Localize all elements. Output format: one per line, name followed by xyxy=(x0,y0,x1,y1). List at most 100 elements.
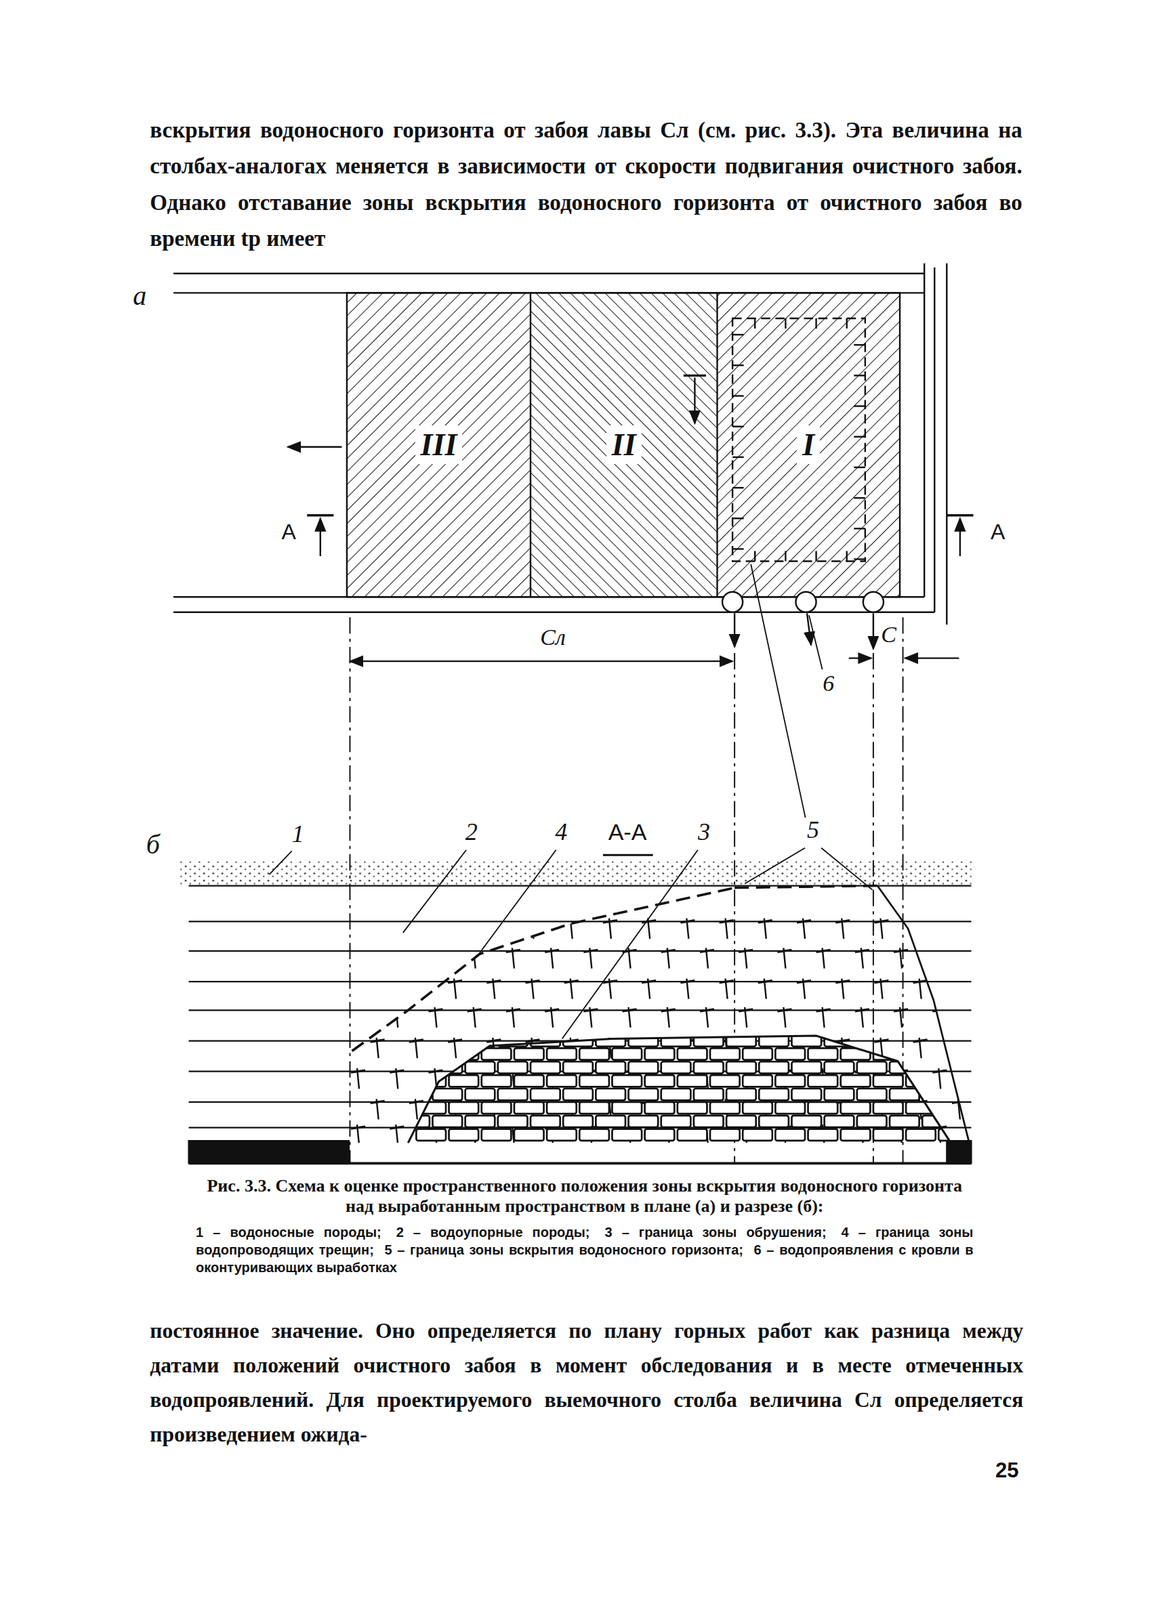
crack-mark xyxy=(389,1070,404,1073)
boundary-tick xyxy=(732,517,744,520)
panel-number: I xyxy=(796,425,820,465)
boundary-tick xyxy=(853,558,866,560)
rock-block xyxy=(530,1061,561,1074)
rock-block xyxy=(628,1088,659,1101)
panel-area: I xyxy=(717,292,901,597)
rock-block xyxy=(938,1048,969,1060)
crack-mark xyxy=(603,981,618,984)
rock-block xyxy=(432,1115,463,1128)
crack-mark xyxy=(855,1009,870,1012)
rock-block xyxy=(595,1115,626,1128)
crack-mark xyxy=(525,981,540,984)
boundary-tick xyxy=(853,497,866,499)
rock-block xyxy=(677,1102,708,1114)
legend-entry: 5 – граница зоны вскрытия водоносного го… xyxy=(384,1242,744,1258)
rock-block xyxy=(579,1129,610,1142)
crack-mark xyxy=(622,1009,637,1012)
rock-block xyxy=(498,1115,528,1128)
crack-mark xyxy=(796,981,812,984)
crack-mark xyxy=(699,949,715,952)
rock-block xyxy=(399,1034,430,1047)
rock-block xyxy=(530,1088,561,1101)
crack-mark xyxy=(350,1126,366,1129)
legend-entry: 2 – водоупорные породы; xyxy=(396,1225,591,1240)
rock-block xyxy=(449,1129,480,1142)
crack-mark xyxy=(434,947,437,969)
rock-block xyxy=(758,1115,789,1128)
crack-mark xyxy=(738,949,753,952)
rock-block xyxy=(449,1048,480,1060)
view-letter: а xyxy=(130,281,149,311)
rock-block xyxy=(416,1129,446,1142)
rock-block xyxy=(416,1048,446,1060)
crack-mark xyxy=(357,947,360,969)
boundary-tick xyxy=(815,318,817,329)
rock-block xyxy=(873,1075,904,1087)
rock-block xyxy=(922,1034,952,1047)
rock-block xyxy=(758,1061,789,1074)
crack-mark xyxy=(738,1009,753,1012)
crack-mark xyxy=(447,920,463,923)
crack-mark xyxy=(951,1040,967,1043)
rock-block xyxy=(710,1129,740,1142)
boundary-tick xyxy=(853,436,866,438)
rock-block xyxy=(579,1102,610,1114)
crack-mark xyxy=(893,1009,908,1012)
rock-block xyxy=(546,1102,577,1114)
crack-mark xyxy=(370,1101,385,1104)
rock-block xyxy=(857,1115,887,1128)
rock-block xyxy=(465,1061,496,1074)
crack-mark xyxy=(409,1101,424,1104)
crack-mark xyxy=(395,947,398,969)
rock-block xyxy=(399,1115,430,1128)
plan-view xyxy=(173,263,973,1165)
section-mark: А xyxy=(279,521,298,545)
crack-mark xyxy=(583,1009,598,1012)
crack-mark xyxy=(758,920,773,923)
rock-block xyxy=(432,1088,463,1101)
crack-mark xyxy=(415,918,418,940)
rock-block xyxy=(546,1075,577,1087)
crack-mark xyxy=(409,981,424,984)
crack-mark xyxy=(389,1009,404,1012)
crack-mark xyxy=(544,1009,559,1012)
rock-block xyxy=(710,1048,740,1060)
callout-number: 6 xyxy=(820,671,837,696)
rock-block xyxy=(954,1061,985,1074)
rock-block xyxy=(399,1061,430,1074)
rock-block xyxy=(563,1061,593,1074)
crack-mark xyxy=(777,949,792,952)
rock-block xyxy=(661,1115,692,1128)
panel-area: II xyxy=(530,292,718,597)
rock-block xyxy=(677,1129,708,1142)
rock-block xyxy=(742,1075,773,1087)
rock-block xyxy=(742,1102,773,1114)
crack-mark xyxy=(376,918,379,940)
rock-block xyxy=(726,1088,757,1101)
crack-mark xyxy=(564,981,579,984)
crack-mark xyxy=(447,981,463,984)
crack-mark xyxy=(350,1009,366,1012)
rock-block xyxy=(857,1088,887,1101)
rock-block xyxy=(791,1115,822,1128)
rock-block xyxy=(857,1034,887,1047)
crack-mark xyxy=(641,981,656,984)
rock-block xyxy=(677,1075,708,1087)
rock-block xyxy=(628,1115,659,1128)
rock-block xyxy=(530,1034,561,1047)
crack-mark xyxy=(389,1126,404,1129)
rock-block xyxy=(481,1102,512,1114)
rock-block xyxy=(628,1034,659,1047)
rock-block xyxy=(889,1088,920,1101)
rock-block xyxy=(628,1061,659,1074)
rock-block xyxy=(693,1115,724,1128)
legend-entry: 1 – водоносные породы; xyxy=(195,1225,382,1240)
panel-number: II xyxy=(606,425,642,465)
rock-block xyxy=(808,1129,839,1142)
crack-mark xyxy=(719,920,734,923)
boundary-tick xyxy=(732,395,744,397)
crack-mark xyxy=(913,1040,928,1043)
boundary-tick xyxy=(732,364,744,366)
rock-block xyxy=(775,1129,805,1142)
rock-block xyxy=(840,1048,871,1060)
